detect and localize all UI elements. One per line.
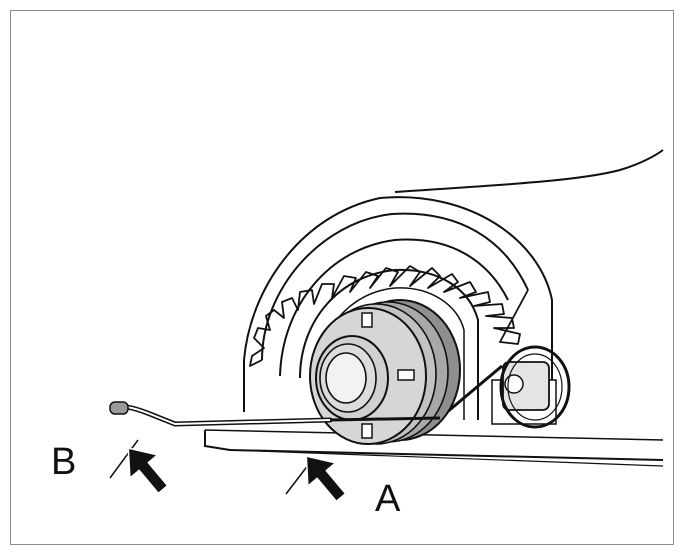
tank-cap [309, 299, 461, 445]
direction-arrow-icon [127, 447, 169, 495]
motion-line-b [109, 439, 139, 479]
housing-contour [394, 149, 664, 193]
direction-arrow-icon [305, 455, 347, 503]
callout-label-a: A [375, 478, 401, 520]
callout-label-b: B [51, 441, 77, 483]
sprocket-gear [249, 212, 529, 377]
inner-arch [299, 268, 479, 420]
base-plate [204, 429, 664, 467]
lever-tool [109, 401, 441, 427]
